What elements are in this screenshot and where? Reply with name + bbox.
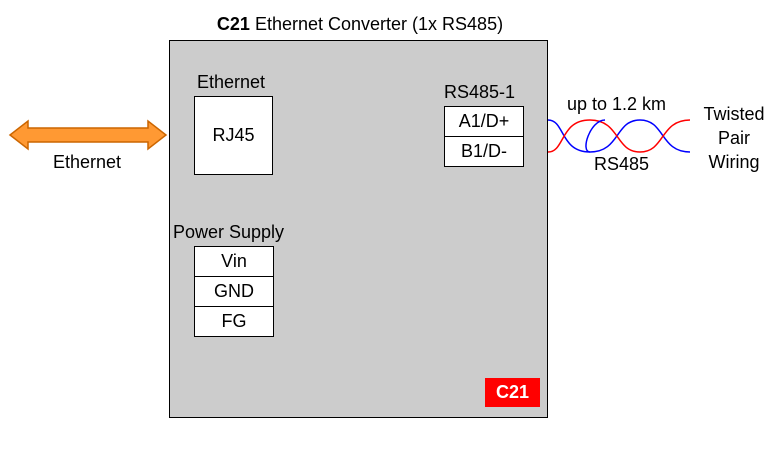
rs485-pin-a1: A1/D+ <box>444 106 524 137</box>
distance-label: up to 1.2 km <box>567 94 667 114</box>
title-description: Ethernet Converter (1x RS485) <box>249 14 504 34</box>
wiring-label-line1: Twisted <box>703 104 765 124</box>
title-model: C21 <box>216 14 250 34</box>
power-pin-fg: FG <box>194 306 274 337</box>
wiring-label-line2: Pair <box>717 128 750 148</box>
wiring-label: Twisted Pair Wiring <box>694 102 774 174</box>
power-supply-heading: Power Supply <box>173 222 285 242</box>
power-pin-vin: Vin <box>194 246 274 277</box>
model-badge: C21 <box>485 378 540 407</box>
ethernet-double-arrow <box>8 119 168 151</box>
twisted-pair-wires <box>547 119 691 153</box>
rs485-link-label: RS485 <box>594 154 650 174</box>
power-pin-gnd: GND <box>194 276 274 307</box>
rs485-port-heading: RS485-1 <box>444 82 516 102</box>
ethernet-port-heading: Ethernet <box>197 72 266 92</box>
diagram-title: C21 Ethernet Converter (1x RS485) <box>0 14 720 35</box>
rs485-pin-b1: B1/D- <box>444 136 524 167</box>
rj45-port: RJ45 <box>194 96 273 175</box>
wiring-label-line3: Wiring <box>708 152 760 172</box>
ethernet-link-label: Ethernet <box>53 152 122 172</box>
